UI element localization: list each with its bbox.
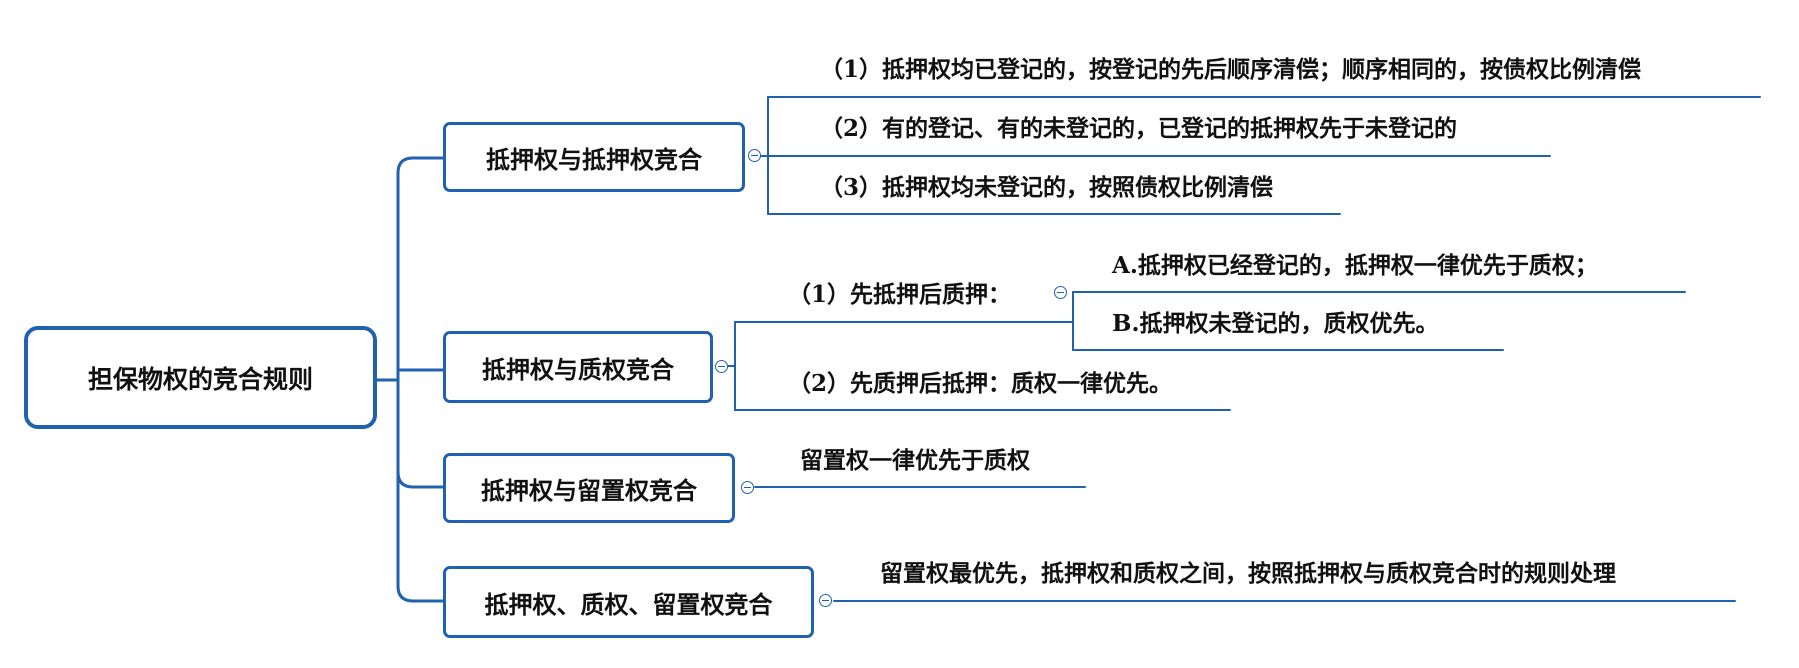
collapse-icon[interactable] xyxy=(741,481,754,494)
leaf-text[interactable]: （1）抵押权均已登记的，按登记的先后顺序清偿；顺序相同的，按债权比例清偿 xyxy=(820,56,1642,83)
leaf-text[interactable]: 留置权最优先，抵押权和质权之间，按照抵押权与质权竞合时的规则处理 xyxy=(880,560,1616,587)
branch-node-mortgage-mortgage[interactable]: 抵押权与抵押权竞合 xyxy=(443,122,745,192)
branch-node-all-three[interactable]: 抵押权、质权、留置权竞合 xyxy=(443,566,814,638)
branch-label: 抵押权与质权竞合 xyxy=(482,354,674,384)
leaf-text[interactable]: A.抵押权已经登记的，抵押权一律优先于质权； xyxy=(1112,252,1598,279)
collapse-icon[interactable] xyxy=(748,149,761,162)
leaf-text[interactable]: 留置权一律优先于质权 xyxy=(800,447,1030,474)
branch-node-mortgage-lien[interactable]: 抵押权与留置权竞合 xyxy=(443,453,735,523)
leaf-text[interactable]: （1）先抵押后质押： xyxy=(788,281,1012,308)
leaf-text[interactable]: B.抵押权未登记的，质权优先。 xyxy=(1112,310,1439,337)
root-node[interactable]: 担保物权的竞合规则 xyxy=(24,326,377,429)
root-label: 担保物权的竞合规则 xyxy=(87,364,313,394)
collapse-icon[interactable] xyxy=(1054,286,1067,299)
leaf-text[interactable]: （2）先质押后抵押：质权一律优先。 xyxy=(788,370,1173,397)
connector-root-spine xyxy=(396,156,415,603)
branch-node-mortgage-pledge[interactable]: 抵押权与质权竞合 xyxy=(443,331,713,403)
leaf-text[interactable]: （2）有的登记、有的未登记的，已登记的抵押权先于未登记的 xyxy=(820,115,1458,142)
connector-branch-3 xyxy=(396,470,445,489)
collapse-icon[interactable] xyxy=(819,594,832,607)
branch-label: 抵押权、质权、留置权竞合 xyxy=(484,589,773,619)
leaf-text[interactable]: （3）抵押权均未登记的，按照债权比例清偿 xyxy=(820,174,1274,201)
branch-label: 抵押权与留置权竞合 xyxy=(481,475,697,505)
branch-label: 抵押权与抵押权竞合 xyxy=(486,144,702,174)
collapse-icon[interactable] xyxy=(715,360,728,373)
